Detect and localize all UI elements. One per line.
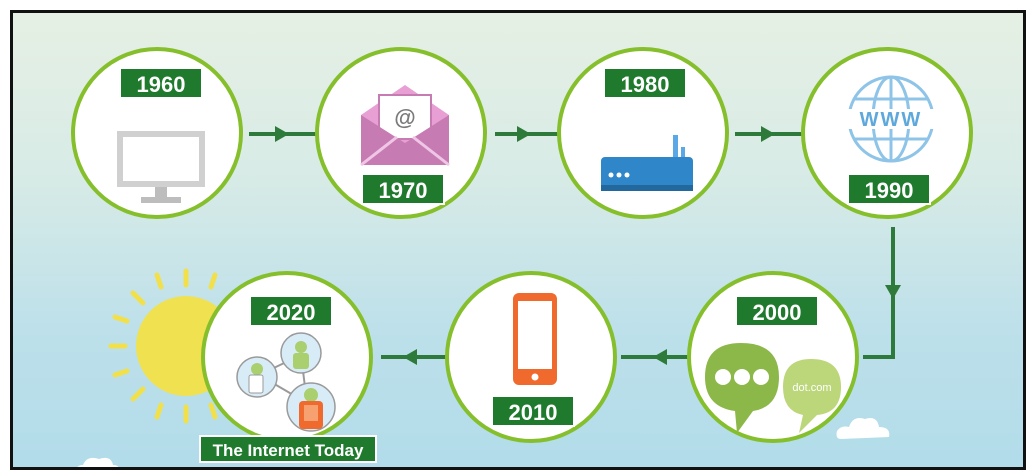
monitor-icon <box>117 131 205 203</box>
timeline-canvas: 1960 @ 1970 1980 <box>10 10 1026 470</box>
year-label-2000: 2000 <box>735 295 819 327</box>
bubble-text: dot.com <box>792 382 831 394</box>
caption-internet-today: The Internet Today <box>199 435 377 463</box>
year-label-1980: 1980 <box>603 67 687 99</box>
year-label-1970: 1970 <box>361 173 445 205</box>
cloud-icon <box>836 418 890 439</box>
year-label-1960: 1960 <box>119 67 203 99</box>
email-envelope-icon: @ <box>360 85 450 167</box>
svg-text:@: @ <box>394 105 415 130</box>
year-label-1990: 1990 <box>847 173 931 205</box>
year-label-2010: 2010 <box>491 395 575 427</box>
year-label-2020: 2020 <box>249 295 333 327</box>
svg-text:WWW: WWW <box>860 109 923 131</box>
social-bubbles-icon: dot.com <box>705 343 841 433</box>
www-globe-icon: WWW <box>845 75 937 163</box>
timeline-node-1960 <box>71 47 243 219</box>
connected-users-icon <box>236 332 336 432</box>
timeline-node-2010 <box>445 271 617 443</box>
router-icon <box>601 135 693 191</box>
smartphone-icon <box>513 293 557 385</box>
timeline-connectors <box>249 126 901 365</box>
